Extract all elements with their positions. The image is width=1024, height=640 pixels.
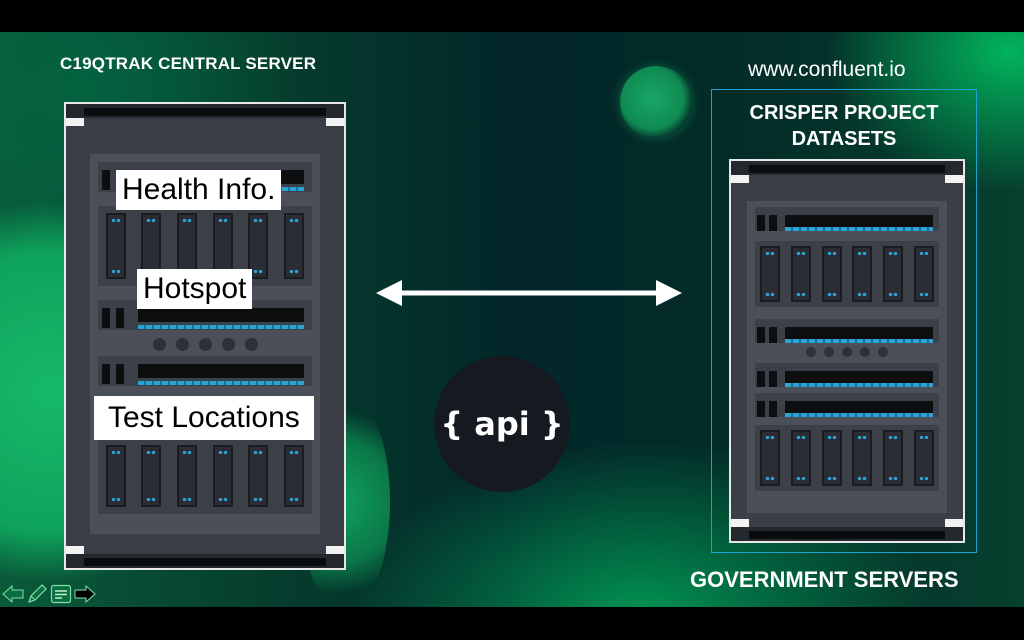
- label-health-info: Health Info.: [116, 170, 282, 210]
- notes-icon: [50, 584, 72, 604]
- government-servers-title: GOVERNMENT SERVERS: [690, 567, 959, 592]
- label-hotspot: Hotspot: [137, 269, 253, 309]
- annotate-button[interactable]: [26, 583, 48, 605]
- dataset-title-line1: CRISPER PROJECT: [749, 102, 939, 124]
- slide: C19QTRAK CENTRAL SERVER www.confluent.io: [0, 32, 1024, 607]
- virus-icon: [620, 66, 692, 138]
- dataset-title: CRISPER PROJECT DATASETS: [712, 100, 976, 152]
- slide-navigation: [2, 583, 96, 605]
- notes-button[interactable]: [50, 583, 72, 605]
- previous-slide-button[interactable]: [2, 583, 24, 605]
- crisper-datasets-box: CRISPER PROJECT DATASETS: [711, 89, 977, 553]
- api-badge: { api }: [434, 356, 570, 492]
- central-server-title: C19QTRAK CENTRAL SERVER: [60, 54, 317, 73]
- url-text: www.confluent.io: [748, 58, 906, 81]
- next-slide-button[interactable]: [74, 583, 96, 605]
- bidirectional-arrow-icon: [376, 280, 682, 306]
- pencil-icon: [28, 584, 47, 603]
- government-server-rack: [729, 159, 965, 543]
- arrow-left-icon: [2, 584, 24, 604]
- arrow-right-icon: [74, 584, 96, 604]
- label-test-locations: Test Locations: [94, 396, 314, 440]
- dataset-title-line2: DATASETS: [791, 128, 897, 150]
